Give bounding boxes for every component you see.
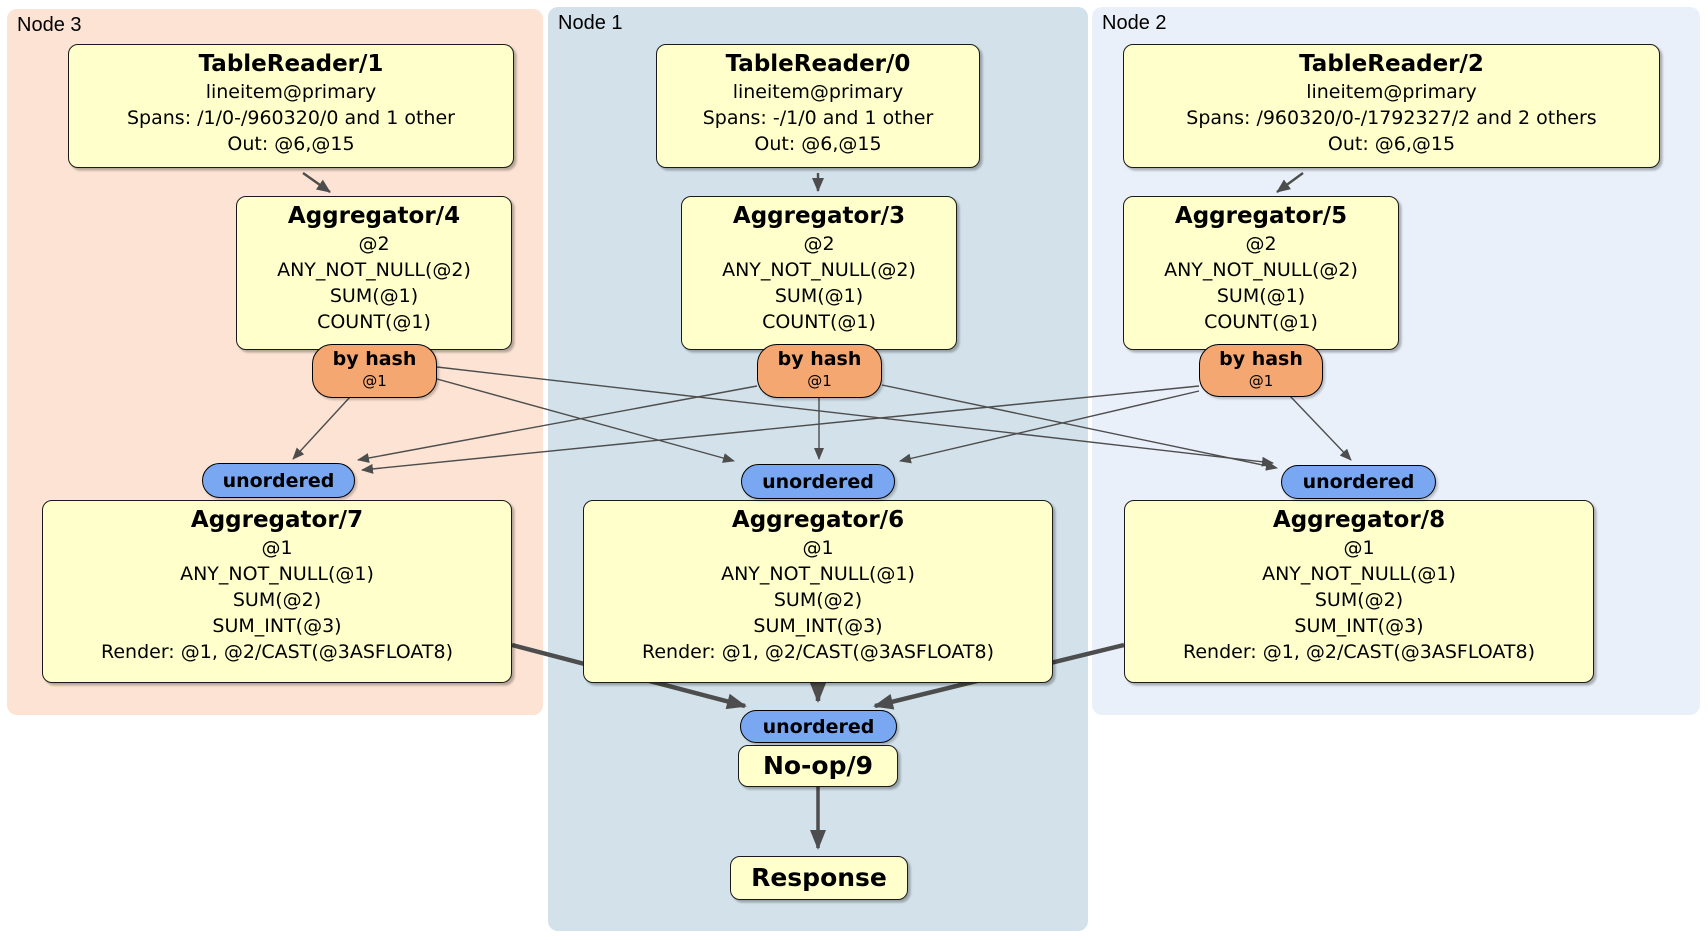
processor-line: ANY_NOT_NULL(@1) <box>721 563 915 585</box>
processor-line: COUNT(@1) <box>1204 311 1318 333</box>
processor-line: Out: @6,@15 <box>1327 133 1456 155</box>
sync-unordered-aggregator-7: unordered <box>202 463 355 498</box>
processor-line: COUNT(@1) <box>317 311 431 333</box>
hash-router-columns: @1 <box>807 372 832 390</box>
processor-line: SUM_INT(@3) <box>212 615 342 637</box>
hash-router-aggregator-4: by hash @1 <box>312 344 437 398</box>
processor-title: Response <box>751 863 887 892</box>
processor-line: lineitem@primary <box>732 81 904 103</box>
processor-title: No-op/9 <box>762 751 874 780</box>
processor-line: SUM(@2) <box>232 589 322 611</box>
processor-line: ANY_NOT_NULL(@2) <box>1164 259 1358 281</box>
processor-line: lineitem@primary <box>1306 81 1477 103</box>
edge-hash4-sync7 <box>292 396 351 460</box>
processor-title: Aggregator/5 <box>1174 203 1348 229</box>
processor-title: TableReader/2 <box>1299 51 1484 77</box>
sync-unordered-aggregator-8: unordered <box>1281 465 1436 499</box>
hash-router-label: by hash <box>777 348 862 370</box>
processor-line: @1 <box>1343 537 1375 559</box>
processor-aggregator-4: Aggregator/4 @2 ANY_NOT_NULL(@2) SUM(@1)… <box>236 196 512 350</box>
processor-tablereader-2: TableReader/2 lineitem@primary Spans: /9… <box>1123 44 1660 168</box>
processor-line: Render: @1, @2/CAST(@3ASFLOAT8) <box>101 641 453 663</box>
processor-line: ANY_NOT_NULL(@2) <box>722 259 916 281</box>
processor-line: SUM(@2) <box>773 589 863 611</box>
edge-hash4-sync8 <box>436 366 1274 467</box>
processor-line: Out: @6,@15 <box>227 133 355 155</box>
processor-line: Spans: /1/0-/960320/0 and 1 other <box>127 107 455 129</box>
processor-title: TableReader/1 <box>198 51 384 77</box>
sync-unordered-aggregator-6: unordered <box>741 464 895 499</box>
edge-hash3-sync8 <box>881 384 1278 471</box>
processor-line: lineitem@primary <box>205 81 377 103</box>
processor-line: Render: @1, @2/CAST(@3ASFLOAT8) <box>642 641 994 663</box>
processor-line: SUM_INT(@3) <box>1294 615 1424 637</box>
processor-response: Response <box>730 856 908 900</box>
hash-router-columns: @1 <box>1248 372 1274 390</box>
processor-title: Aggregator/7 <box>190 507 364 533</box>
processor-line: ANY_NOT_NULL(@1) <box>1262 563 1456 585</box>
hash-router-aggregator-3: by hash @1 <box>757 344 882 398</box>
sync-unordered-noop-9: unordered <box>740 710 897 743</box>
edge-hash3-sync7 <box>357 385 758 463</box>
edge-hash4-sync6 <box>436 378 735 463</box>
hash-router-columns: @1 <box>362 372 387 390</box>
processor-line: @2 <box>803 233 835 255</box>
processor-line: SUM(@1) <box>329 285 419 307</box>
processor-title: TableReader/0 <box>725 51 911 77</box>
processor-line: Spans: /960320/0-/1792327/2 and 2 others <box>1186 107 1597 129</box>
processor-line: ANY_NOT_NULL(@1) <box>180 563 374 585</box>
processor-title: Aggregator/4 <box>287 203 461 229</box>
processor-aggregator-5: Aggregator/5 @2 ANY_NOT_NULL(@2) SUM(@1)… <box>1123 196 1399 350</box>
processor-noop-9: No-op/9 <box>738 745 898 787</box>
processor-title: Aggregator/3 <box>732 203 906 229</box>
node-1-label: Node 1 <box>558 12 623 34</box>
edge-tr2-agg5 <box>1276 172 1304 193</box>
edge-hash5-sync8 <box>1289 395 1352 461</box>
edge-tr1-agg4 <box>302 172 331 193</box>
processor-line: SUM(@1) <box>774 285 864 307</box>
processor-line: Render: @1, @2/CAST(@3ASFLOAT8) <box>1183 641 1535 663</box>
processor-aggregator-3: Aggregator/3 @2 ANY_NOT_NULL(@2) SUM(@1)… <box>681 196 957 350</box>
node-3-label: Node 3 <box>17 14 82 36</box>
hash-router-label: by hash <box>332 348 417 370</box>
edge-hash5-sync7 <box>361 385 1200 474</box>
processor-line: @2 <box>358 233 390 255</box>
processor-line: Spans: -/1/0 and 1 other <box>702 107 934 129</box>
processor-title: Aggregator/6 <box>731 507 905 533</box>
processor-line: @1 <box>802 537 834 559</box>
processor-aggregator-6: Aggregator/6 @1 ANY_NOT_NULL(@1) SUM(@2)… <box>583 500 1053 683</box>
processor-line: ANY_NOT_NULL(@2) <box>277 259 471 281</box>
processor-tablereader-1: TableReader/1 lineitem@primary Spans: /1… <box>68 44 514 168</box>
processor-aggregator-7: Aggregator/7 @1 ANY_NOT_NULL(@1) SUM(@2)… <box>42 500 512 683</box>
processor-line: @1 <box>261 537 293 559</box>
edge-hash5-sync6 <box>899 390 1200 464</box>
processor-line: COUNT(@1) <box>762 311 876 333</box>
processor-line: @2 <box>1245 233 1277 255</box>
processor-line: Out: @6,@15 <box>754 133 882 155</box>
hash-router-aggregator-5: by hash @1 <box>1199 344 1323 397</box>
node-2-label: Node 2 <box>1102 12 1167 34</box>
processor-line: SUM(@2) <box>1314 589 1404 611</box>
processor-line: SUM_INT(@3) <box>753 615 883 637</box>
processor-tablereader-0: TableReader/0 lineitem@primary Spans: -/… <box>656 44 980 168</box>
hash-router-label: by hash <box>1219 348 1303 370</box>
processor-title: Aggregator/8 <box>1272 507 1446 533</box>
processor-aggregator-8: Aggregator/8 @1 ANY_NOT_NULL(@1) SUM(@2)… <box>1124 500 1594 683</box>
processor-line: SUM(@1) <box>1216 285 1306 307</box>
